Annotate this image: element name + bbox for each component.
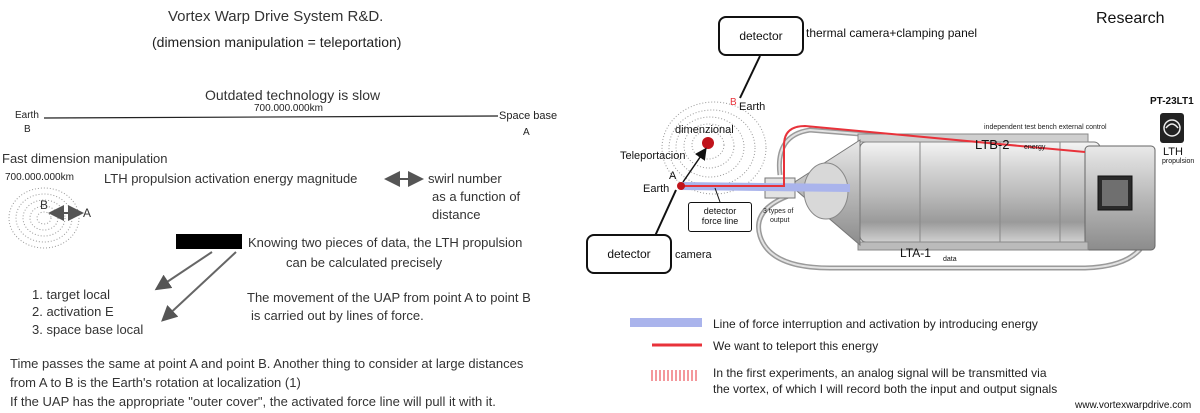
- detector-force-line-1: detector: [703, 206, 737, 217]
- website-url: www.vortexwarpdrive.com: [1075, 400, 1192, 411]
- small-vortex: [8, 187, 80, 249]
- ltb2-label: LTB-2: [975, 137, 1010, 152]
- detector-top-box: detector: [718, 16, 804, 56]
- swirl-line-2: as a function of: [432, 189, 521, 204]
- arrow-to-list-1: [154, 251, 213, 291]
- distance-line: [43, 115, 499, 119]
- detector-force-line-2: force line: [701, 216, 739, 226]
- page-subtitle: (dimension manipulation = teleportation): [152, 34, 402, 50]
- list-item: 3. space base local: [32, 322, 144, 337]
- swirl-line-3: distance: [432, 207, 481, 222]
- detector-force-box: detector force line: [688, 202, 752, 232]
- vortex-point-b: B: [40, 198, 49, 212]
- thermal-label: thermal camera+clamping panel: [806, 26, 978, 40]
- page-title: Vortex Warp Drive System R&D.: [168, 8, 384, 25]
- black-box: [176, 234, 242, 249]
- uap-line-1: The movement of the UAP from point A to …: [247, 290, 531, 305]
- lta1-label: LTA-1: [900, 246, 931, 260]
- pt-label: PT-23LT1: [1150, 96, 1194, 107]
- lth-propulsion-label: propulsion: [1162, 158, 1195, 165]
- ltb2-energy-label: energy: [1024, 144, 1046, 151]
- teleportacion-label: Teleportacion: [620, 150, 686, 162]
- fast-distance: 700.000.000km: [5, 172, 74, 183]
- legend-signal-line-2: the vortex, of which I will record both …: [713, 382, 1058, 396]
- bottom-line-3: If the UAP has the appropriate "outer co…: [10, 394, 496, 409]
- dimenzional-label: dimenzional: [675, 124, 734, 136]
- legend-signal-line-1: In the first experiments, an analog sign…: [713, 366, 1047, 380]
- legend-force-swatch: [630, 318, 702, 327]
- energy-line: [681, 124, 1086, 187]
- earth-a-label: Earth: [643, 183, 670, 195]
- research-heading: Research: [1096, 10, 1165, 27]
- legend-signal-swatch: [651, 370, 697, 381]
- slow-label: Outdated technology is slow: [205, 87, 381, 103]
- pt-logo-icon: [1160, 113, 1184, 143]
- earth-label: Earth: [15, 110, 39, 121]
- bottom-line-2: from A to B is the Earth's rotation at l…: [10, 375, 301, 390]
- vortex-b-letter: B: [730, 97, 737, 108]
- camera-label: camera: [675, 249, 712, 261]
- propulsion-text: LTH propulsion activation energy magnitu…: [104, 171, 358, 186]
- detector-bottom-box: detector: [586, 234, 672, 274]
- detector-top-label: detector: [739, 29, 783, 43]
- vortex-point-a: A: [83, 206, 92, 220]
- detector-bottom-leader: [654, 189, 677, 237]
- distance-label: 700.000.000km: [254, 103, 323, 114]
- legend-energy-text: We want to teleport this energy: [713, 339, 879, 353]
- dimensional-vortex: [661, 101, 767, 195]
- knowing-line-2: can be calculated precisely: [286, 255, 443, 270]
- detector-bottom-label: detector: [607, 247, 651, 261]
- vortex-earth-b: Earth: [739, 101, 766, 113]
- earth-letter: B: [24, 124, 31, 135]
- lth-label: LTH: [1163, 146, 1183, 158]
- list-item: 2. activation E: [32, 304, 114, 319]
- point-a-letter: A: [669, 170, 677, 182]
- bench-label: independent test bench external control: [984, 124, 1107, 131]
- legend-force-text: Line of force interruption and activatio…: [713, 317, 1038, 331]
- swirl-line-1: swirl number: [428, 171, 502, 186]
- types-line-2: output: [770, 217, 790, 224]
- force-box-leader: [714, 187, 721, 203]
- knowing-line-1: Knowing two pieces of data, the LTH prop…: [248, 235, 523, 250]
- space-base-letter: A: [523, 127, 530, 138]
- lta1-data-label: data: [943, 256, 957, 263]
- fast-label: Fast dimension manipulation: [2, 151, 168, 166]
- bottom-line-1: Time passes the same at point A and poin…: [10, 356, 524, 371]
- space-base-label: Space base: [499, 110, 558, 122]
- types-line-1: 3 types of: [763, 208, 794, 215]
- list-item: 1. target local: [32, 287, 111, 302]
- arrow-to-list-2: [161, 251, 237, 322]
- point-a-dot: [677, 182, 685, 190]
- detector-top-leader: [739, 55, 761, 99]
- uap-line-2: is carried out by lines of force.: [251, 308, 424, 323]
- propulsion-machine: [756, 127, 1156, 271]
- teleport-arrow: [682, 147, 707, 183]
